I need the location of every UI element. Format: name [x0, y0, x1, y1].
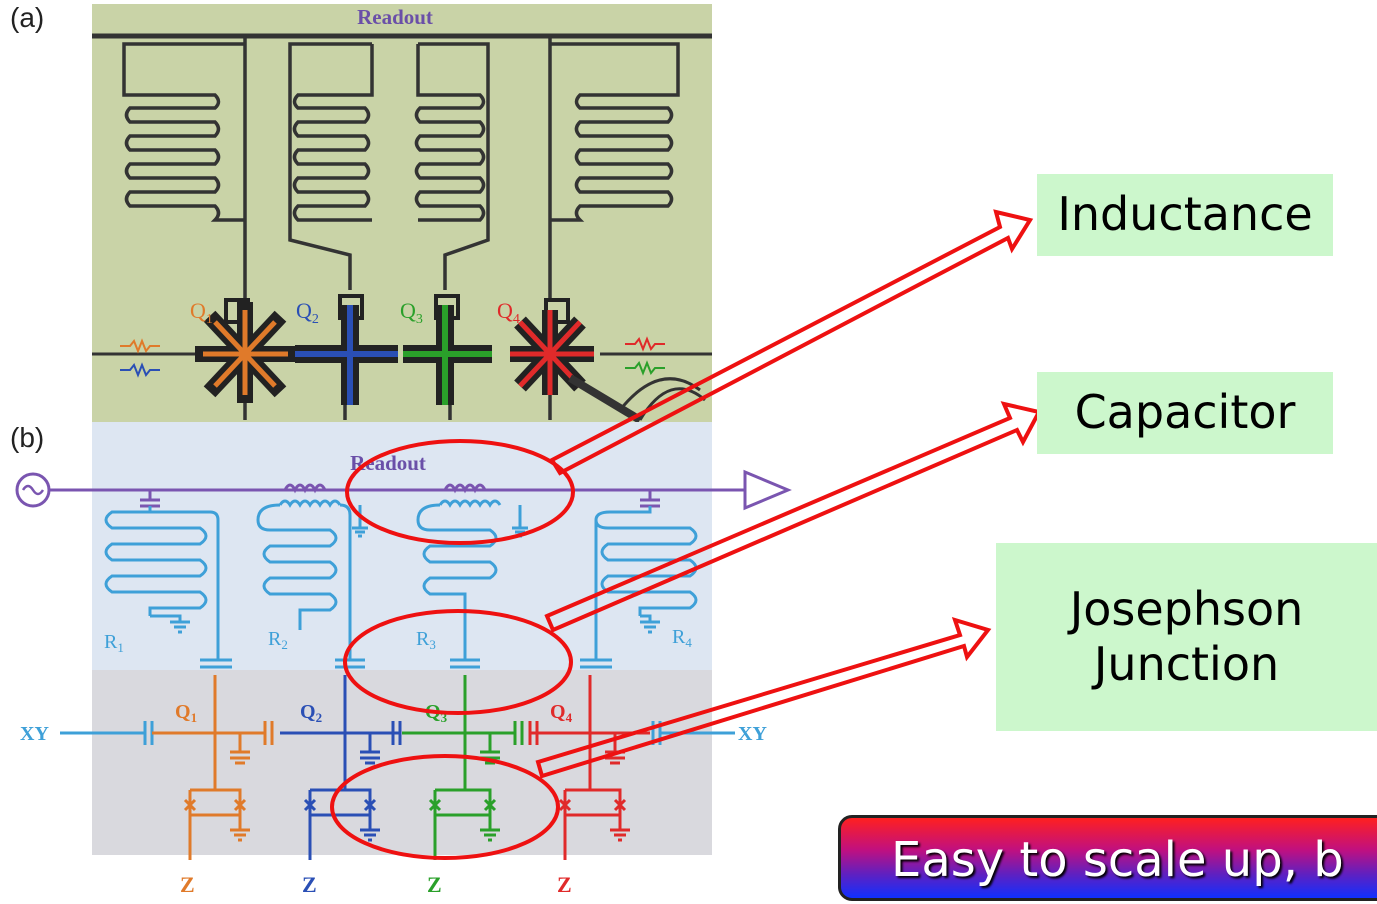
qubit-b1-label: Q1 [175, 701, 197, 725]
resonator-r2-label: R2 [268, 628, 288, 652]
ground-icon-r4 [640, 614, 660, 634]
panel-a-drive-signal-3 [625, 336, 665, 352]
capacitor-callout-text: Capacitor [1074, 385, 1296, 440]
inductance-ellipse [345, 439, 575, 545]
inductance-callout-text: Inductance [1057, 187, 1313, 242]
qubit-a4 [510, 298, 643, 424]
resonator-a3-feed [418, 42, 490, 290]
panel-a-background [92, 4, 712, 422]
annotation-group [330, 209, 1042, 860]
capacitor-arrow [544, 401, 1042, 633]
xy-right-label: XY [738, 723, 767, 745]
josephson-callout-line1: Josephson [1069, 581, 1304, 636]
resonator-a1-meander [122, 42, 245, 222]
panel-b-background-top [92, 422, 712, 670]
resonator-grounds [150, 614, 660, 634]
qubit-a1 [195, 298, 296, 403]
inductance-arrow [549, 209, 1034, 476]
resonator-a4-meander [550, 42, 680, 222]
qubit-a4-label: Q4 [497, 298, 520, 327]
josephson-callout-line2: Junction [1093, 637, 1280, 691]
resonator-a2-meander [292, 44, 374, 222]
qubit-a2-label: Q2 [296, 298, 319, 327]
junction-arrow [535, 616, 992, 779]
inductance-callout: Inductance [1037, 174, 1333, 256]
qubit-b2-circuit [280, 675, 402, 860]
panel-a-readout-label: Readout [357, 5, 433, 29]
qubit-a3 [403, 294, 492, 405]
qubit-a3-label: Q3 [400, 298, 423, 327]
ground-icon-r1 [150, 614, 190, 634]
scale-up-banner: Easy to scale up, b [838, 815, 1377, 901]
readout-inductor-1 [283, 483, 327, 494]
panel-a-drive-signal-1 [120, 338, 160, 354]
panel-b-readout-label: Readout [350, 451, 426, 475]
resonator-a3-meander [414, 44, 486, 222]
josephson-junction-callout: Josephson Junction [996, 543, 1377, 731]
qubit-b3-circuit [402, 675, 524, 860]
z-line-2-label: Z [302, 872, 317, 897]
qubit-b2-label: Q2 [300, 701, 322, 725]
capacitor-callout: Capacitor [1037, 372, 1333, 454]
z-line-4-label: Z [557, 872, 572, 897]
resonator-r4-label: R4 [672, 626, 692, 650]
qubit-a1-label: Q1 [190, 298, 213, 327]
qubit-a2 [295, 294, 398, 405]
panel-b-label: (b) [10, 422, 45, 453]
resonator-a2-feed [288, 42, 372, 290]
readout-inductor-2 [443, 483, 487, 494]
panel-b-resonators [104, 499, 698, 669]
panel-a-drive-signal-2 [120, 362, 160, 378]
panel-a-drive-signal-4 [625, 360, 665, 376]
z-line-3-label: Z [427, 872, 442, 897]
qubit-b1-circuit [152, 675, 274, 860]
scale-up-banner-text: Easy to scale up, b [891, 832, 1344, 888]
capacitor-ellipse [343, 609, 573, 715]
source-wave-icon [21, 484, 45, 496]
panel-a-resonators [122, 36, 680, 420]
junction-ellipse [330, 754, 560, 860]
resonator-r1-label: R1 [104, 631, 124, 655]
z-line-1-label: Z [180, 872, 195, 897]
xy-left-label: XY [20, 723, 49, 745]
panel-a-label: (a) [10, 2, 45, 33]
resonator-r3-label: R3 [416, 628, 436, 652]
panel-b-background-bottom [92, 670, 712, 855]
qubit-b4-label: Q4 [550, 701, 573, 725]
amplifier-icon [743, 469, 792, 511]
